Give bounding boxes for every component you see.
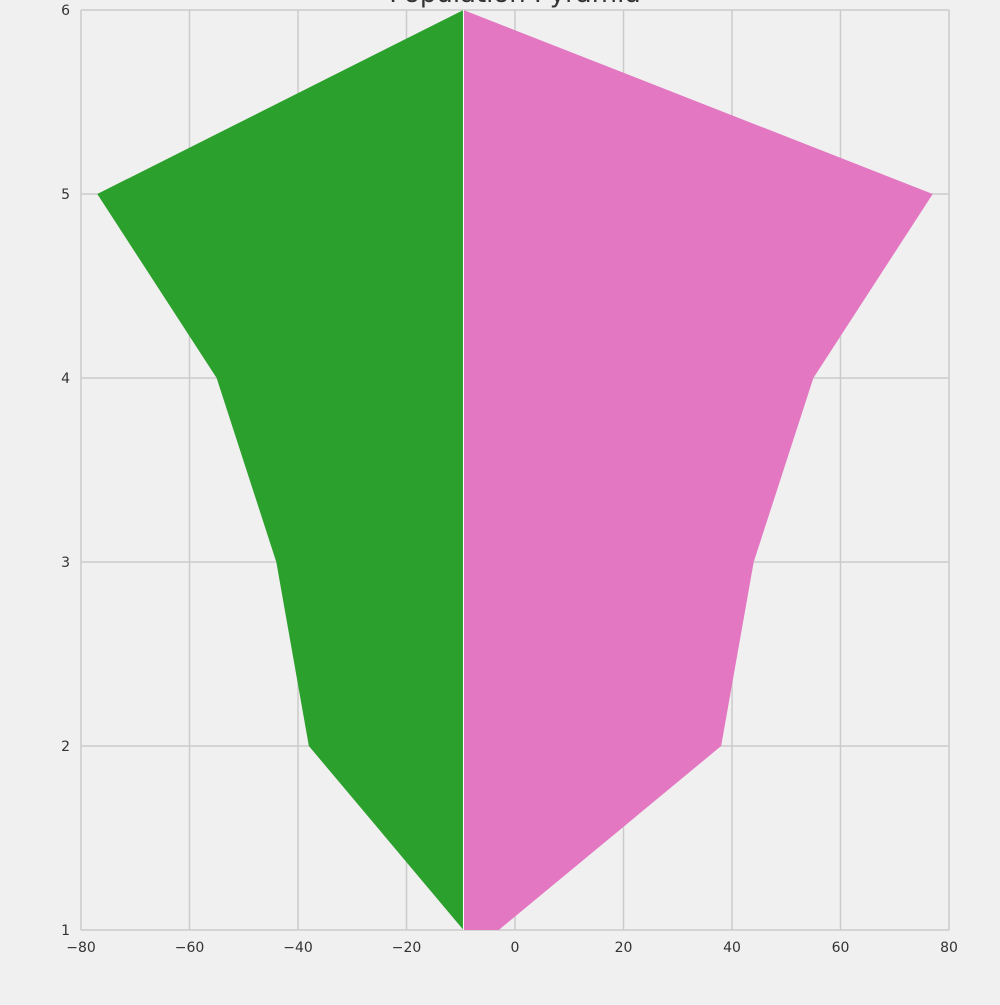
x-tick-label: −40 — [283, 940, 313, 956]
chart-title: Population Pyramid — [389, 0, 641, 9]
y-tick-label: 1 — [61, 923, 70, 939]
y-tick-label: 5 — [61, 187, 70, 203]
x-tick-label: −60 — [175, 940, 205, 956]
x-tick-label: 80 — [940, 940, 958, 956]
x-tick-label: 60 — [832, 940, 850, 956]
series-area-0 — [97, 10, 464, 930]
x-tick-label: 40 — [723, 940, 741, 956]
y-tick-label: 4 — [61, 371, 70, 387]
x-tick-label: −20 — [392, 940, 422, 956]
x-tick-label: 20 — [615, 940, 633, 956]
area-layer — [97, 10, 933, 930]
axis-layer: −80 −60 −40 −20 0 20 40 60 80 1 2 3 4 5 6 — [61, 3, 958, 956]
y-tick-label: 6 — [61, 3, 70, 19]
x-tick-label: 0 — [511, 940, 520, 956]
x-tick-label: −80 — [66, 940, 96, 956]
series-area-1 — [463, 10, 933, 930]
y-tick-label: 3 — [61, 555, 70, 571]
y-tick-label: 2 — [61, 739, 70, 755]
